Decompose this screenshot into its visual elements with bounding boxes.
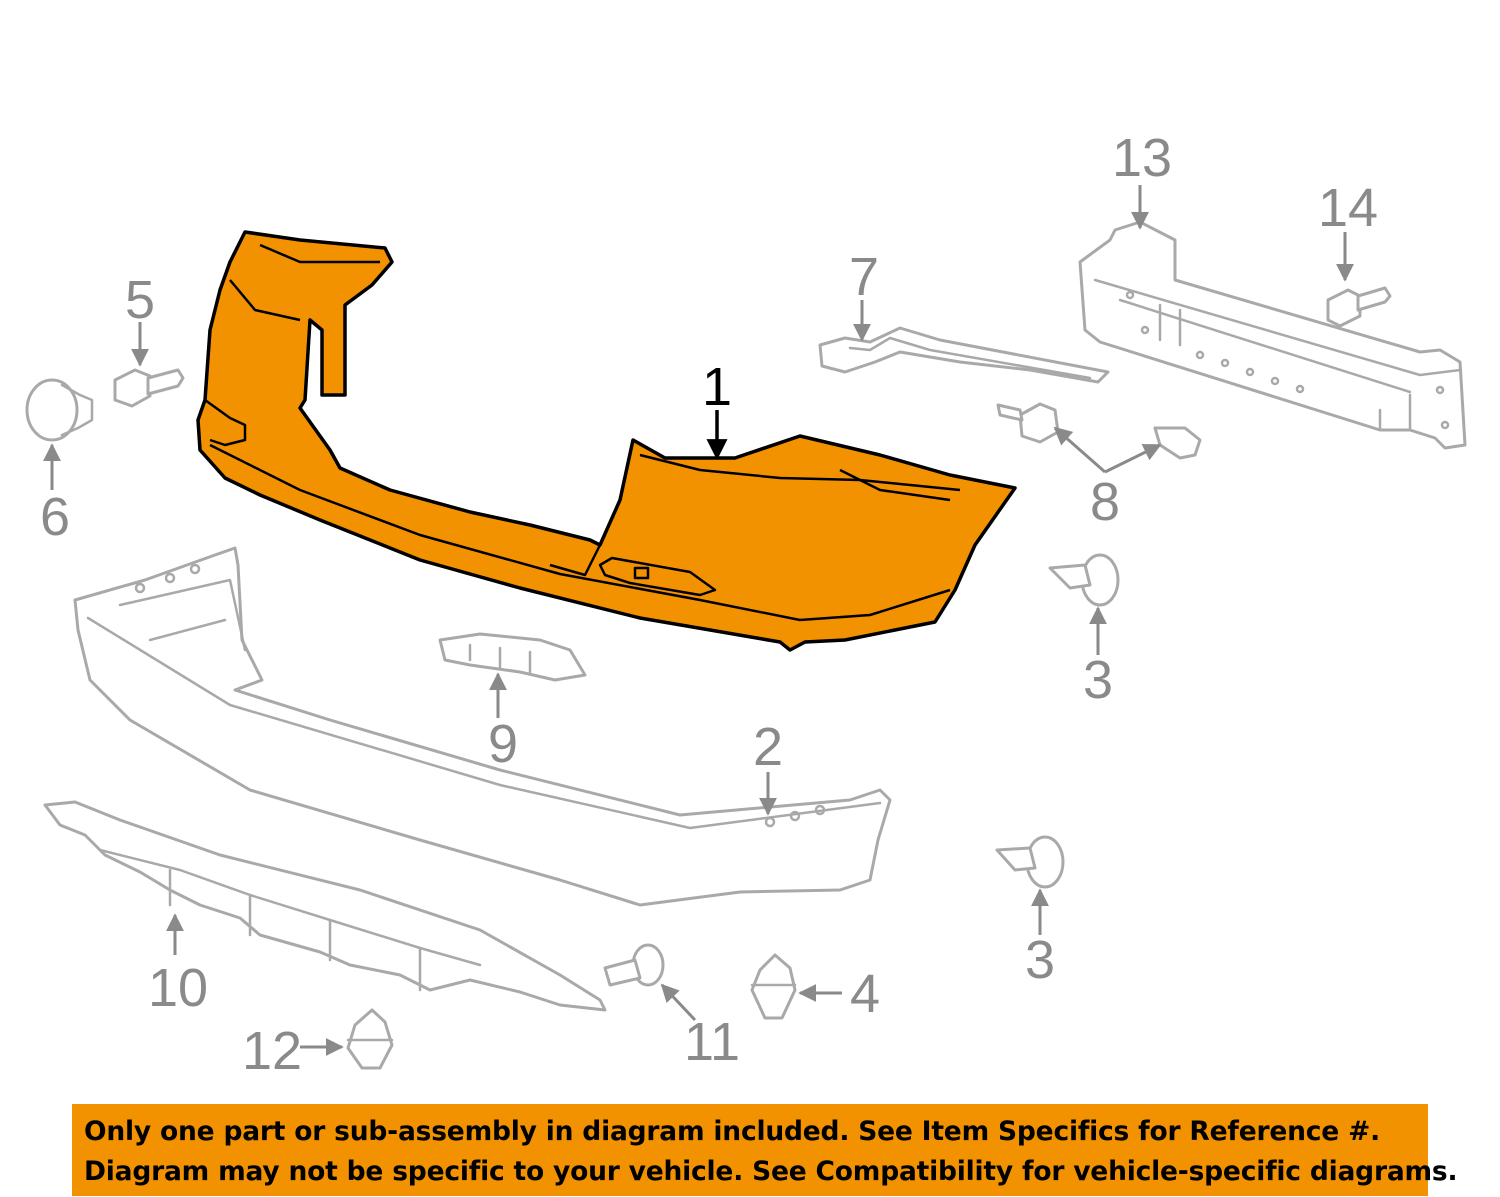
nut-part-4 [750, 953, 797, 1020]
callout-11: 11 [684, 1012, 740, 1072]
lower-cover-part-2 [73, 546, 892, 907]
callout-7: 7 [849, 247, 879, 307]
callout-4: 4 [850, 964, 880, 1024]
callout-1: 1 [702, 357, 732, 417]
cap-part-6 [25, 378, 94, 442]
bracket-part-7 [818, 326, 1110, 384]
callout-9: 9 [488, 714, 518, 774]
callout-10: 10 [148, 958, 208, 1018]
diffuser-part-10 [43, 800, 607, 1012]
callout-12: 12 [242, 1021, 302, 1081]
callout-6: 6 [40, 487, 70, 547]
leader-8a [1053, 426, 1106, 474]
nut-part-12 [346, 1008, 394, 1070]
disclaimer-line-2: Diagram may not be specific to your vehi… [84, 1156, 1458, 1187]
callout-8: 8 [1090, 472, 1120, 532]
leader-lines [43, 185, 1354, 1056]
callout-3-lower: 3 [1025, 930, 1055, 990]
disclaimer-line-1: Only one part or sub-assembly in diagram… [84, 1116, 1380, 1147]
callout-5: 5 [125, 270, 155, 330]
callout-2: 2 [753, 717, 783, 777]
reinforcement-beam-part-13 [1078, 220, 1467, 450]
bolt-part-5 [113, 368, 185, 408]
disclaimer-banner: Only one part or sub-assembly in diagram… [72, 1104, 1458, 1196]
bolt-part-11 [603, 943, 665, 987]
clip-part-3-upper [1048, 553, 1120, 607]
callout-14: 14 [1318, 178, 1378, 238]
callout-13: 13 [1112, 128, 1172, 188]
callout-3-upper: 3 [1083, 650, 1113, 710]
screws-part-8 [996, 402, 1202, 460]
callout-labels: 1 2 3 3 4 5 6 7 8 9 10 11 12 13 14 [40, 128, 1378, 1081]
reflector-part-9 [438, 632, 587, 682]
leader-11 [660, 983, 697, 1022]
bolt-part-14 [1326, 286, 1392, 328]
leader-8b [1104, 443, 1162, 474]
clip-part-3-lower [995, 835, 1065, 889]
bumper-cover-part-1 [196, 230, 1017, 652]
